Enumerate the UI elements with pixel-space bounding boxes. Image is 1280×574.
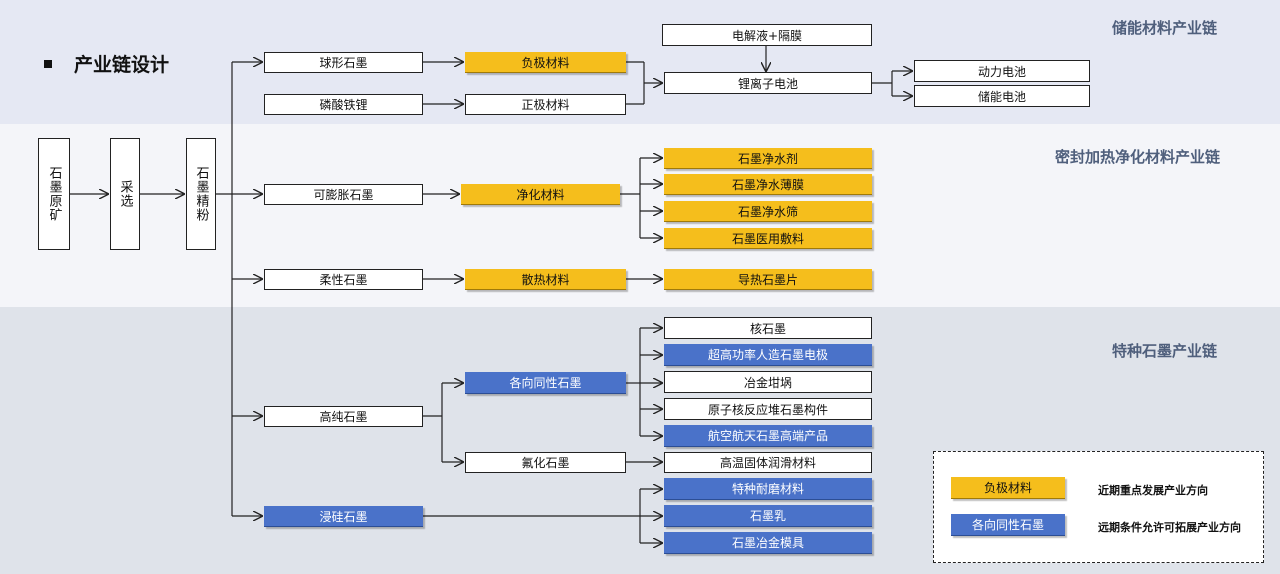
node-dressing: 采选 bbox=[110, 138, 140, 250]
node-reactor-parts: 原子核反应堆石墨构件 bbox=[664, 398, 872, 420]
node-water-sieve: 石墨净水筛 bbox=[664, 201, 872, 222]
node-solid-lubricant: 高温固体润滑材料 bbox=[664, 452, 872, 473]
node-thermal-sheet: 导热石墨片 bbox=[664, 269, 872, 290]
node-isotropic-graphite: 各向同性石墨 bbox=[465, 372, 626, 394]
square-bullet-icon bbox=[44, 59, 52, 68]
page-title-text: 产业链设计 bbox=[74, 54, 170, 76]
node-anode-material: 负极材料 bbox=[465, 52, 626, 73]
node-electrolyte-separator: 电解液+隔膜 bbox=[662, 24, 872, 46]
node-power-battery: 动力电池 bbox=[914, 60, 1090, 82]
node-fine-powder: 石墨精粉 bbox=[186, 138, 216, 250]
node-graphite-emulsion: 石墨乳 bbox=[664, 505, 872, 527]
node-spherical-graphite: 球形石墨 bbox=[264, 52, 423, 73]
node-uhp-electrode: 超高功率人造石墨电极 bbox=[664, 344, 872, 366]
node-lfp: 磷酸铁锂 bbox=[264, 94, 423, 115]
band-title-special: 特种石墨产业链 bbox=[1112, 342, 1218, 360]
band-title-seal: 密封加热净化材料产业链 bbox=[1055, 148, 1221, 166]
node-li-battery: 锂离子电池 bbox=[664, 72, 872, 94]
node-water-agent: 石墨净水剂 bbox=[664, 148, 872, 169]
legend-desc-yellow: 近期重点发展产业方向 bbox=[1098, 484, 1208, 497]
node-aerospace-products: 航空航天石墨高端产品 bbox=[664, 425, 872, 447]
node-si-graphite: 浸硅石墨 bbox=[264, 506, 423, 527]
node-high-purity-graphite: 高纯石墨 bbox=[264, 406, 423, 427]
node-metallurgy-crucible: 冶金坩埚 bbox=[664, 371, 872, 393]
legend: 负极材料 近期重点发展产业方向 各向同性石墨 远期条件允许可拓展产业方向 bbox=[933, 451, 1264, 563]
node-flexible-graphite: 柔性石墨 bbox=[264, 269, 423, 290]
node-water-film: 石墨净水薄膜 bbox=[664, 174, 872, 195]
page-title: 产业链设计 bbox=[44, 50, 169, 77]
legend-swatch-blue: 各向同性石墨 bbox=[951, 514, 1065, 536]
legend-swatch-yellow: 负极材料 bbox=[951, 477, 1065, 499]
node-nuclear-graphite: 核石墨 bbox=[664, 317, 872, 339]
node-raw-ore: 石墨原矿 bbox=[38, 138, 70, 250]
node-metallurgy-mold: 石墨冶金模具 bbox=[664, 532, 872, 554]
node-storage-battery: 储能电池 bbox=[914, 85, 1090, 107]
node-wear-material: 特种耐磨材料 bbox=[664, 478, 872, 500]
node-fluorinated-graphite: 氟化石墨 bbox=[465, 452, 626, 473]
legend-desc-blue: 远期条件允许可拓展产业方向 bbox=[1098, 521, 1241, 534]
node-expandable-graphite: 可膨胀石墨 bbox=[264, 184, 423, 205]
node-medical-dressing: 石墨医用敷料 bbox=[664, 228, 872, 249]
node-heat-dissipation: 散热材料 bbox=[465, 269, 626, 290]
node-cathode-material: 正极材料 bbox=[465, 94, 626, 115]
band-title-energy: 储能材料产业链 bbox=[1112, 19, 1218, 37]
node-purification-material: 净化材料 bbox=[461, 184, 620, 205]
